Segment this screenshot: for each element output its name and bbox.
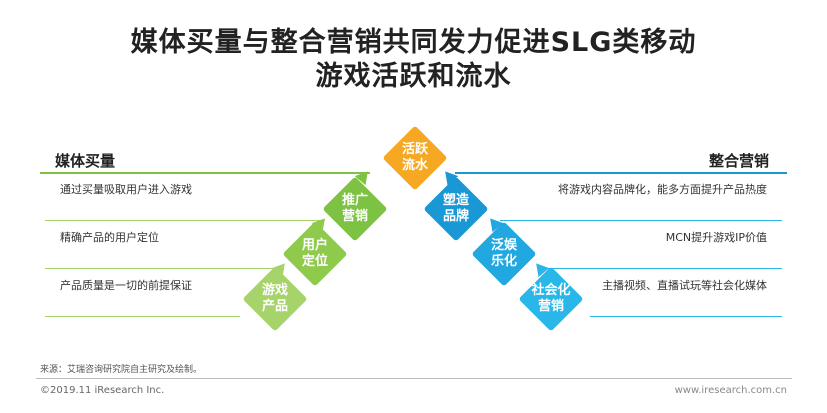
page-title-line-1: 媒体买量与整合营销共同发力促进SLG类移动 [130, 27, 697, 58]
diamond-activity-revenue-label: 活跃 流水 [380, 142, 450, 174]
diamond-pan-entertainment-label: 泛娱 乐化 [469, 238, 539, 270]
label-line: 营销 [537, 299, 564, 314]
label-line: 品牌 [442, 209, 469, 224]
right-row-1-line [500, 220, 782, 221]
website-link[interactable]: www.iresearch.com.cn [674, 385, 787, 396]
diamond-social-marketing-label: 社会化 营销 [516, 283, 586, 315]
right-row-3-line [590, 316, 782, 317]
label-line: 流水 [401, 158, 428, 173]
left-row-1-line [45, 220, 325, 221]
label-line: 活跃 [401, 142, 428, 157]
label-line: 塑造 [442, 193, 469, 208]
page-title-line-2: 游戏活跃和流水 [315, 61, 512, 92]
right-row-2: MCN提升游戏IP价值 [665, 231, 767, 244]
label-line: 乐化 [490, 254, 517, 269]
left-row-3: 产品质量是一切的前提保证 [60, 279, 192, 292]
left-row-2: 精确产品的用户定位 [60, 231, 159, 244]
diamond-game-product-label: 游戏 产品 [240, 283, 310, 315]
label-line: 产品 [261, 299, 288, 314]
diamond-user-targeting-label: 用户 定位 [280, 238, 350, 270]
label-line: 推广 [341, 193, 368, 208]
right-heading: 整合营销 [708, 152, 769, 170]
right-row-1: 将游戏内容品牌化，能多方面提升产品热度 [558, 183, 767, 196]
left-row-2-line [45, 268, 280, 269]
source-note: 来源：艾瑞咨询研究院自主研究及绘制。 [40, 365, 203, 375]
label-line: 泛娱 [490, 238, 517, 253]
right-heading-line [455, 172, 787, 174]
copyright-text: ©2019.11 iResearch Inc. [40, 385, 165, 396]
right-row-2-line [545, 268, 782, 269]
right-row-3: 主播视频、直播试玩等社会化媒体 [602, 279, 767, 292]
footer-divider [36, 378, 792, 379]
label-line: 社会化 [531, 283, 571, 298]
label-line: 用户 [301, 238, 328, 253]
left-row-3-line [45, 316, 240, 317]
left-heading: 媒体买量 [55, 152, 116, 170]
left-heading-line [40, 172, 370, 174]
diamond-brand-building-label: 塑造 品牌 [421, 193, 491, 225]
label-line: 营销 [341, 209, 368, 224]
diamond-promotion-marketing-label: 推广 营销 [320, 193, 390, 225]
label-line: 定位 [301, 254, 328, 269]
label-line: 游戏 [261, 283, 288, 298]
left-row-1: 通过买量吸取用户进入游戏 [60, 183, 192, 196]
